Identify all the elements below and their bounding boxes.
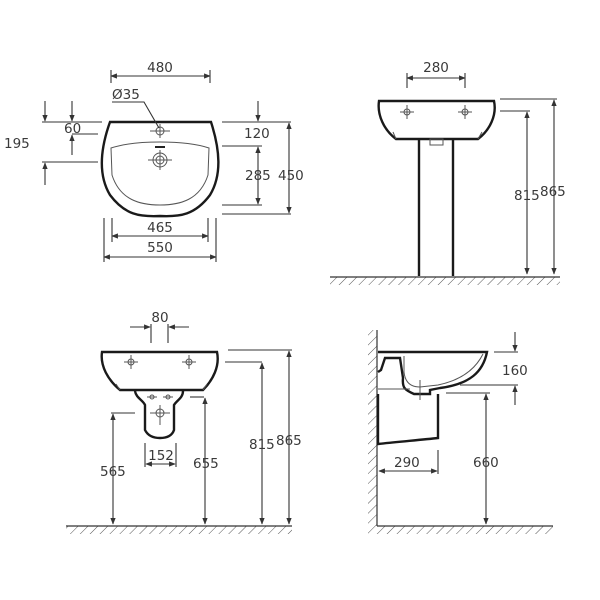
dim-label-160: 160 (502, 363, 528, 379)
dim-label-550: 550 (147, 240, 173, 256)
dim-label-865-pedestal: 865 (540, 184, 566, 200)
dim-label-655: 655 (193, 456, 219, 472)
dim-label-465: 465 (147, 220, 173, 236)
dim-label-tap-hole: Ø35 (112, 87, 140, 103)
dim-label-660: 660 (473, 455, 499, 471)
side-view: 160 290 660 (368, 330, 553, 534)
dim-label-450: 450 (278, 168, 304, 184)
dim-label-290: 290 (394, 455, 420, 471)
dim-label-815-semi: 815 (249, 437, 275, 453)
dim-label-152: 152 (148, 448, 174, 464)
dim-label-60: 60 (64, 121, 81, 137)
dim-label-285: 285 (245, 168, 271, 184)
dim-label-565: 565 (100, 464, 126, 480)
dim-label-120: 120 (244, 126, 270, 142)
dim-label-865-semi: 865 (276, 433, 302, 449)
dim-label-280: 280 (423, 60, 449, 76)
dim-label-480: 480 (147, 60, 173, 76)
semi-pedestal-front-view: 80 152 565 655 815 865 (66, 310, 302, 534)
basin-outline (100, 120, 220, 218)
dim-label-195: 195 (4, 136, 30, 152)
dim-label-80: 80 (151, 310, 168, 326)
dim-label-815-pedestal: 815 (514, 188, 540, 204)
pedestal-front-view: 280 815 865 (330, 60, 566, 285)
plan-view: 480 Ø35 60 195 120 285 450 465 550 (4, 60, 304, 262)
